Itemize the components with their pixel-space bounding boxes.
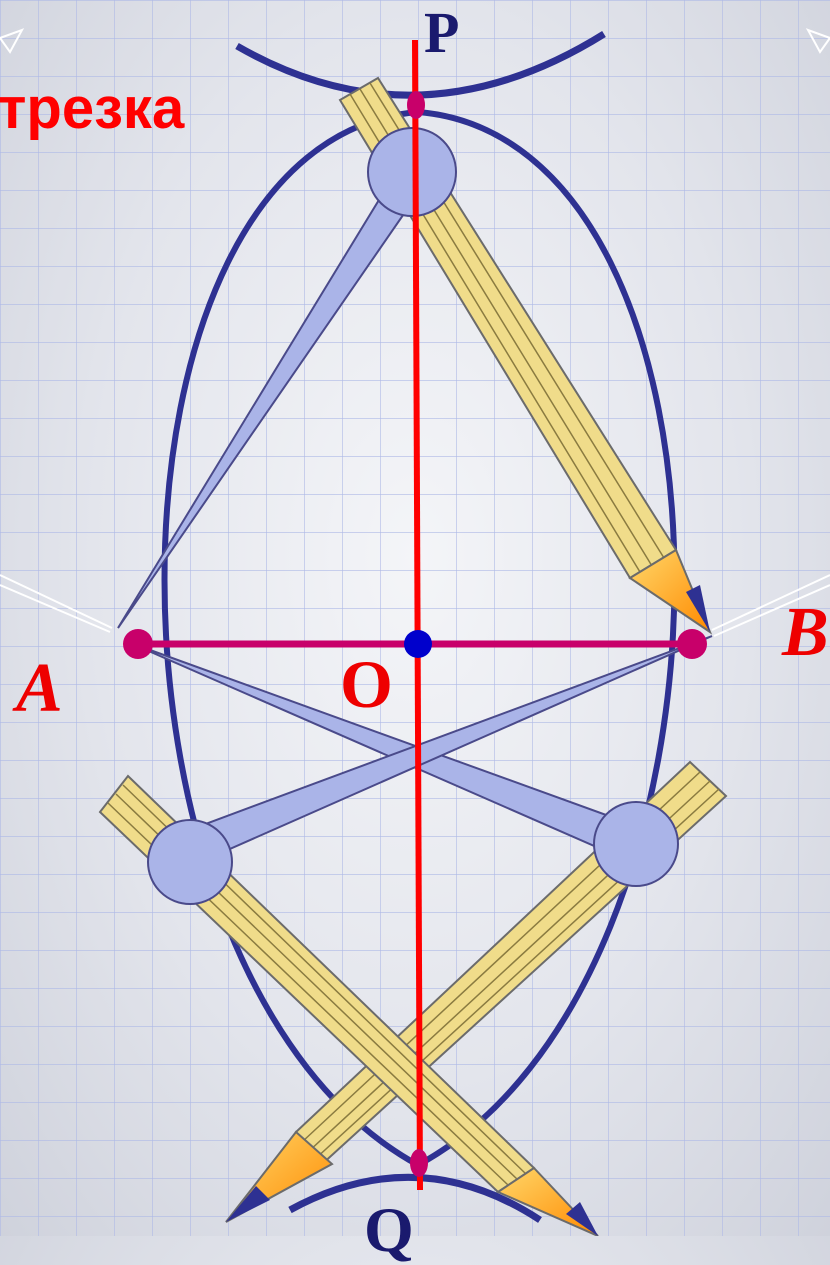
pencil-tip-lower-left: [495, 1166, 599, 1236]
compass-hinge-top: [367, 127, 457, 217]
point-b-dot: [677, 629, 707, 659]
point-o-dot: [404, 630, 432, 658]
compass-hinge-lower-right: [593, 801, 679, 887]
label-point-q: Q: [364, 1194, 414, 1265]
compass-top: [117, 76, 713, 635]
label-point-p: P: [424, 0, 460, 65]
label-point-o: O: [340, 646, 393, 722]
compass-lower-left: [98, 635, 713, 1236]
construction-diagram: [0, 0, 830, 1236]
label-point-b: B: [782, 594, 829, 671]
bisector-line-pq: [412, 39, 423, 1191]
point-a-dot: [123, 629, 153, 659]
trail-left: [0, 574, 113, 633]
arc-bottom: [288, 1173, 542, 1223]
title-fragment: трезка: [0, 76, 185, 141]
label-point-a: A: [16, 650, 63, 727]
corner-ornament-left: [0, 28, 25, 54]
point-p-dot: [407, 91, 425, 119]
trail-right: [711, 574, 830, 637]
point-q-dot: [410, 1149, 428, 1177]
compass-hinge-lower-left: [147, 819, 233, 905]
corner-ornament-right: [805, 28, 830, 54]
